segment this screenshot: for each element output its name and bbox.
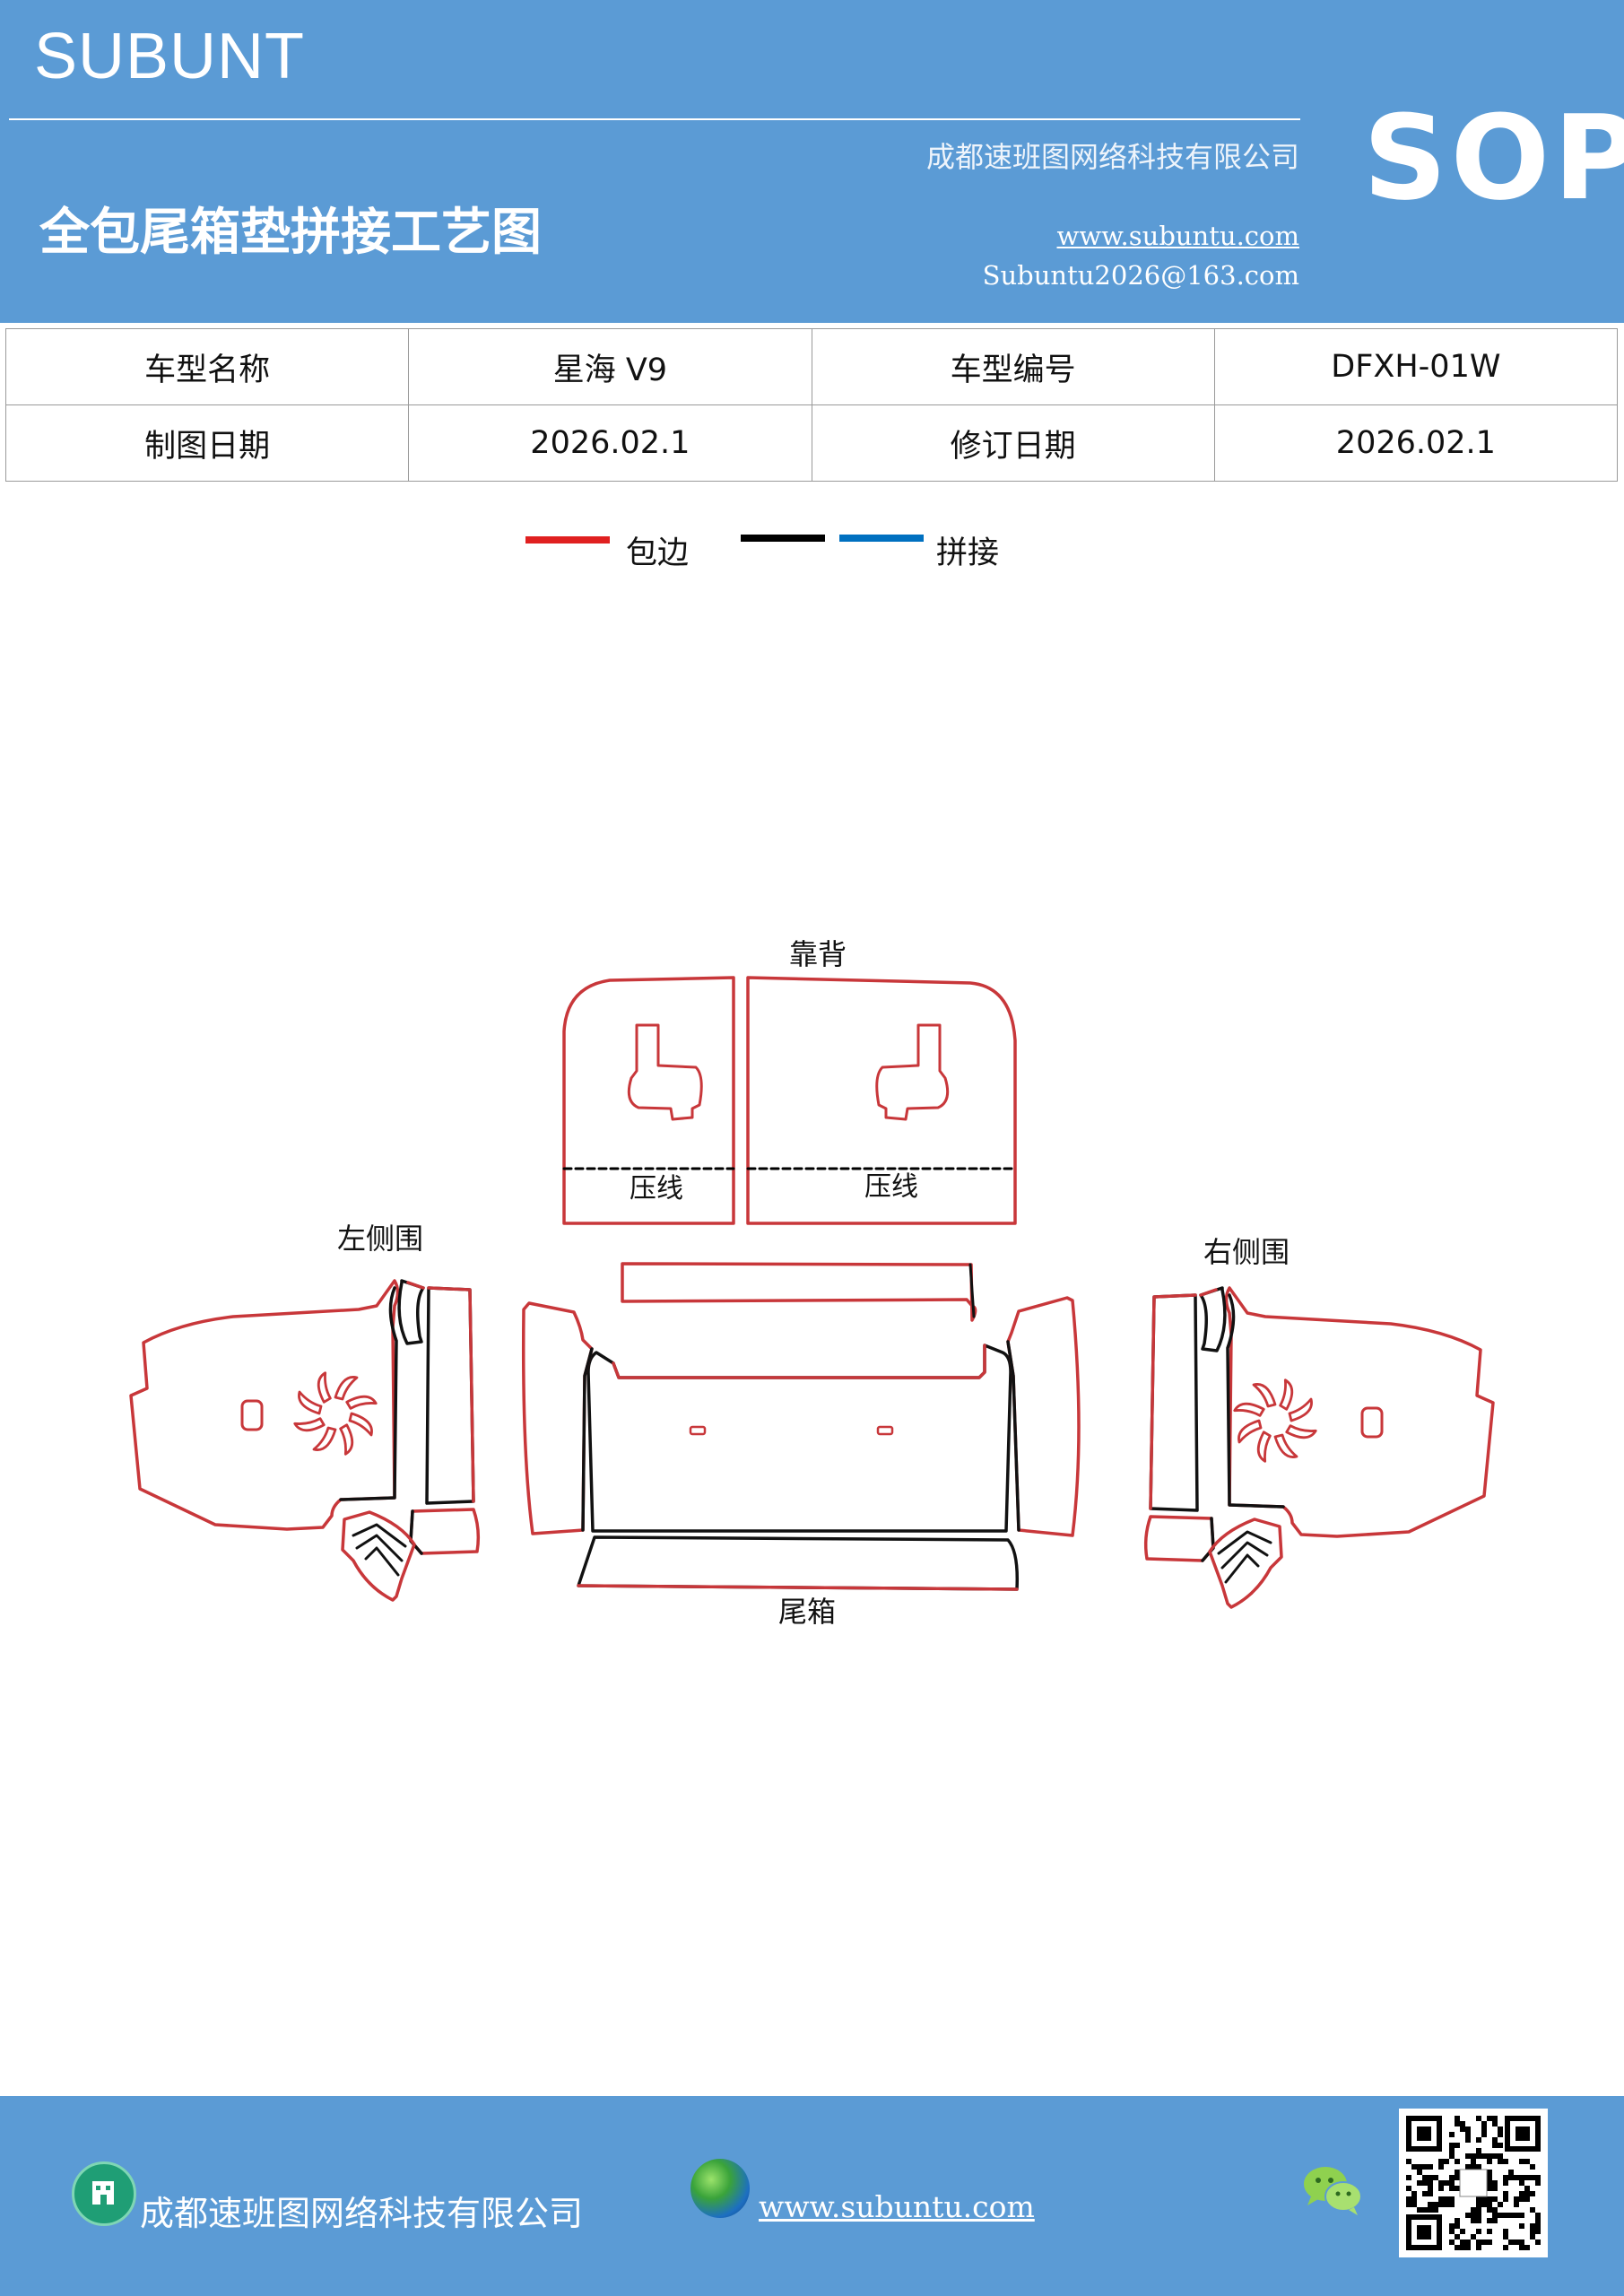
right-side-column-edge — [1149, 1293, 1197, 1510]
right-side-strip-edge — [1199, 1288, 1218, 1297]
left-side-strip — [397, 1279, 425, 1345]
header-email: Subuntu2026@163.com — [982, 260, 1299, 291]
press-line-label-left: 压线 — [630, 1173, 683, 1205]
building-icon — [72, 2161, 136, 2226]
model-name-label: 车型名称 — [4, 328, 410, 405]
brand-name: SUBUNT — [34, 21, 306, 92]
right-side-fan-cutout — [1233, 1378, 1317, 1463]
revise-date-value: 2026.02.1 — [1213, 404, 1619, 482]
footer-company: 成都速班图网络科技有限公司 — [140, 2194, 584, 2233]
backrest-right-panel — [746, 976, 1017, 1225]
trunk-top-strip — [621, 1262, 977, 1322]
model-name-value: 星海 V9 — [408, 328, 812, 405]
footer-banner: 成都速班图网络科技有限公司 www.subuntu.com — [0, 2096, 1624, 2296]
backrest-right-cutout — [875, 1023, 950, 1121]
table-row: 制图日期 2026.02.1 修订日期 2026.02.1 — [4, 404, 1619, 482]
model-code-label: 车型编号 — [811, 328, 1215, 405]
trunk-left-wing-seam — [581, 1347, 594, 1532]
revise-date-label: 修订日期 — [811, 404, 1215, 482]
left-side-bottom-flap — [409, 1508, 481, 1555]
left-side-column — [425, 1286, 475, 1505]
right-side-strip — [1199, 1286, 1227, 1352]
right-side-panel — [1224, 1286, 1495, 1538]
document-title: 全包尾箱垫拼接工艺图 — [39, 203, 542, 262]
right-side-cup — [1208, 1518, 1283, 1609]
trunk-bumper-edge — [577, 1584, 1019, 1591]
legend-black-swatch — [741, 535, 825, 542]
left-side-panel — [129, 1279, 400, 1531]
left-side-fan-cutout — [293, 1371, 378, 1456]
left-side-column-edge — [427, 1286, 475, 1503]
footer-website-link[interactable]: www.subuntu.com — [759, 2189, 1035, 2224]
right-side-slot — [1360, 1406, 1384, 1439]
right-side-column — [1149, 1293, 1199, 1512]
qr-code — [1399, 2109, 1548, 2257]
backrest-label: 靠背 — [789, 937, 847, 971]
header-banner: SUBUNT 成都速班图网络科技有限公司 全包尾箱垫拼接工艺图 www.subu… — [0, 0, 1624, 323]
right-side-wall — [1143, 1286, 1495, 1609]
model-code-value: DFXH-01W — [1213, 328, 1619, 405]
left-side-label: 左侧围 — [337, 1222, 423, 1256]
draw-date-value: 2026.02.1 — [408, 404, 812, 482]
right-side-label: 右侧围 — [1203, 1235, 1290, 1269]
sop-badge: SOP — [1363, 90, 1624, 226]
header-company: 成都速班图网络科技有限公司 — [925, 140, 1299, 174]
legend-edge-label: 包边 — [626, 535, 690, 571]
trunk-right-wing-seam — [1006, 1340, 1020, 1532]
left-side-cup — [341, 1510, 416, 1602]
right-side-cup-seam — [1217, 1530, 1272, 1584]
trunk-floor-top-edge — [612, 1344, 986, 1379]
legend-edge-swatch — [525, 536, 610, 544]
header-divider — [9, 118, 1300, 120]
floor-slot-left — [689, 1425, 707, 1436]
trunk-left-wing — [521, 1301, 594, 1535]
right-side-bottom-flap — [1143, 1515, 1215, 1562]
info-table: 车型名称 星海 V9 车型编号 DFXH-01W 制图日期 2026.02.1 … — [4, 328, 1619, 482]
trunk-bumper — [577, 1535, 1020, 1591]
right-side-seam — [1226, 1293, 1285, 1509]
left-side-seam — [339, 1286, 398, 1501]
press-line-label-right: 压线 — [864, 1171, 918, 1203]
left-side-strip-edge — [406, 1281, 425, 1290]
legend-splice-label: 拼接 — [936, 535, 1000, 571]
backrest-left-cutout — [627, 1023, 703, 1121]
backrest-left-panel — [562, 976, 735, 1225]
trunk-strip-tab — [968, 1263, 976, 1318]
wechat-icon[interactable] — [1302, 2162, 1365, 2218]
draw-date-label: 制图日期 — [4, 404, 410, 482]
legend-splice-swatch — [839, 535, 924, 542]
globe-icon — [690, 2159, 750, 2218]
table-row: 车型名称 星海 V9 车型编号 DFXH-01W — [4, 328, 1619, 405]
legend: 包边 拼接 — [0, 520, 1624, 574]
header-website-link[interactable]: www.subuntu.com — [1056, 221, 1299, 251]
trunk-label: 尾箱 — [778, 1595, 836, 1629]
trunk-floor — [586, 1344, 1012, 1533]
floor-slot-right — [876, 1425, 894, 1436]
left-side-cup-seam — [352, 1523, 407, 1577]
left-side-slot — [240, 1399, 264, 1431]
